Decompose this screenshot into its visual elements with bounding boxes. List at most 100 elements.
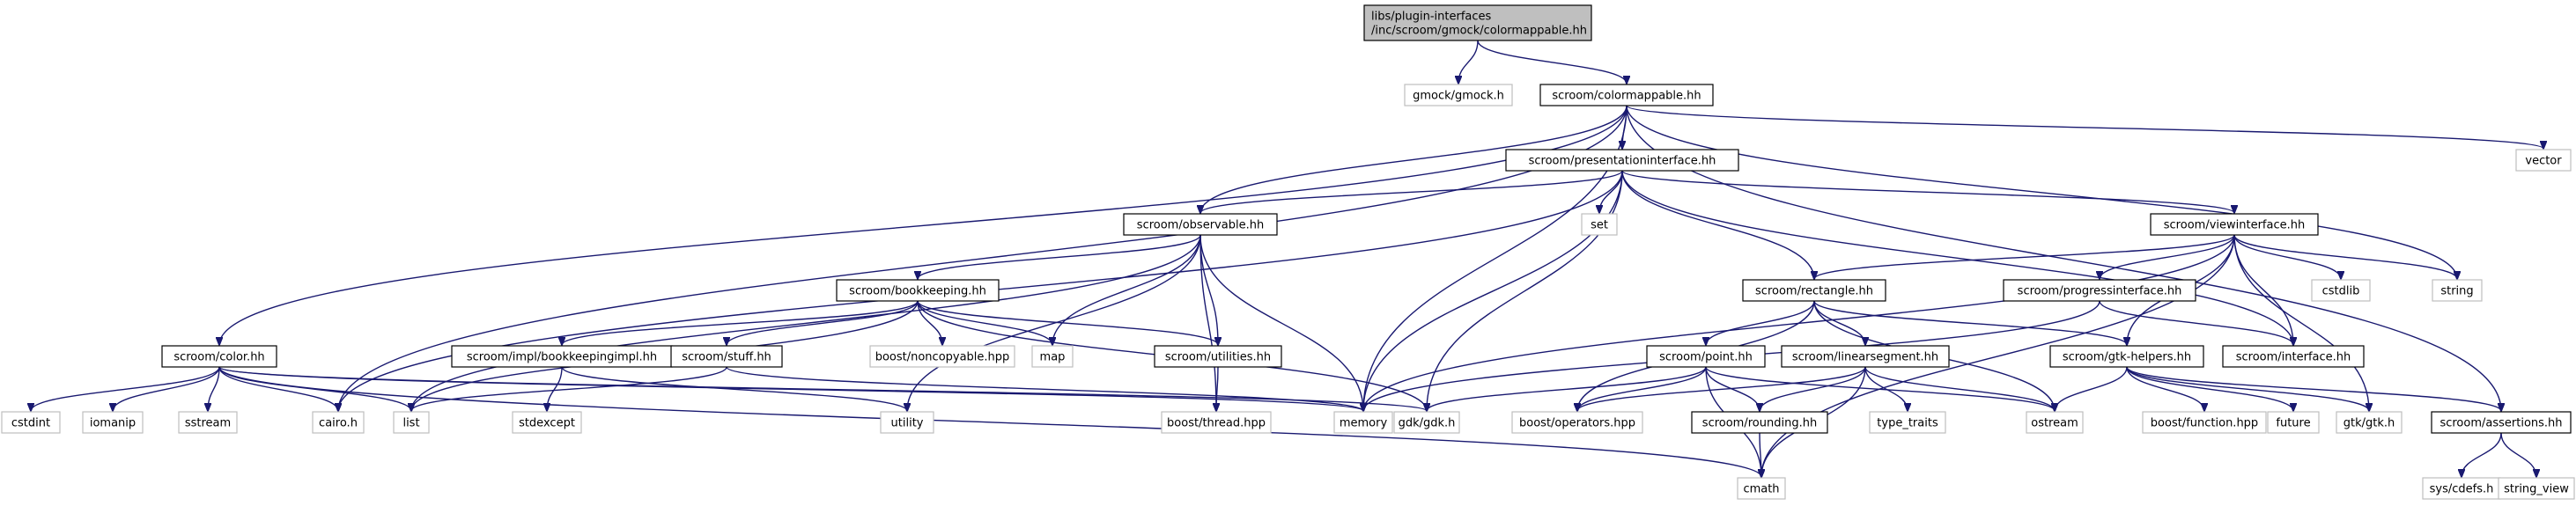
node-linearsegment[interactable]: scroom/linearsegment.hh [1781, 345, 1950, 368]
edge-assertions-to-cdefs [2462, 432, 2502, 477]
node-label-function: boost/function.hpp [2151, 417, 2258, 430]
node-box-noncopyable [869, 345, 1015, 368]
node-bookkeepingimpl[interactable]: scroom/impl/bookkeepingimpl.hh [451, 345, 673, 368]
node-color[interactable]: scroom/color.hh [161, 345, 277, 368]
node-cstdlib: cstdlib [2311, 279, 2371, 302]
node-label-list: list [402, 417, 419, 430]
node-cairo: cairo.h [312, 411, 365, 434]
node-box-gdk [1393, 411, 1460, 434]
node-utility: utility [880, 411, 934, 434]
edge-assertions-to-stringview [2500, 432, 2536, 477]
node-stdexcept: stdexcept [512, 411, 582, 434]
node-box-rectangle [1742, 279, 1886, 302]
node-label-sstream: sstream [185, 417, 231, 430]
node-bookkeeping[interactable]: scroom/bookkeeping.hh [836, 279, 1000, 302]
node-box-stringview [2498, 477, 2575, 500]
node-label-root-line-1: /inc/scroom/gmock/colormappable.hh [1371, 25, 1587, 38]
node-label-noncopyable: boost/noncopyable.hpp [875, 351, 1010, 364]
node-label-cdefs: sys/cdefs.h [2430, 483, 2494, 496]
node-operators: boost/operators.hpp [1511, 411, 1643, 434]
node-sstream: sstream [178, 411, 238, 434]
node-box-memory [1333, 411, 1393, 434]
node-label-stuff: scroom/stuff.hh [682, 351, 771, 364]
edge-colormappable-to-observable [1200, 105, 1628, 213]
node-label-assertions: scroom/assertions.hh [2439, 417, 2562, 430]
edge-color-to-cairo [218, 366, 338, 411]
node-label-stdexcept: stdexcept [519, 417, 575, 430]
node-box-set [1581, 213, 1618, 236]
node-label-operators: boost/operators.hpp [1519, 417, 1635, 430]
node-rectangle[interactable]: scroom/rectangle.hh [1742, 279, 1886, 302]
node-label-bookkeepingimpl: scroom/impl/bookkeepingimpl.hh [467, 351, 657, 364]
node-box-cairo [312, 411, 365, 434]
node-set: set [1581, 213, 1618, 236]
edge-gtkhelpers-to-gtk [2126, 366, 2369, 411]
node-cmath: cmath [1737, 477, 1786, 500]
node-colormappable[interactable]: scroom/colormappable.hh [1539, 84, 1714, 106]
node-box-cmath [1737, 477, 1786, 500]
node-label-rounding: scroom/rounding.hh [1702, 417, 1817, 430]
node-presentation[interactable]: scroom/presentationinterface.hh [1505, 149, 1739, 172]
edge-stuff-to-list [411, 366, 727, 411]
node-box-thread [1161, 411, 1272, 434]
node-label-utility: utility [891, 417, 924, 430]
edge-presentation-to-interface [1621, 170, 2293, 345]
node-box-typetraits [1869, 411, 1946, 434]
node-box-vector [2515, 149, 2572, 172]
node-gdk: gdk/gdk.h [1393, 411, 1460, 434]
node-label-set: set [1591, 219, 1608, 232]
edge-linearsegment-to-ostream [1864, 366, 2055, 411]
node-box-operators [1511, 411, 1643, 434]
edge-bookkeeping-to-map [917, 300, 1052, 345]
edge-point-to-gdk [1427, 366, 1707, 411]
edge-utilities-to-thread [1216, 366, 1218, 411]
node-stringview: string_view [2498, 477, 2575, 500]
node-label-thread: boost/thread.hpp [1167, 417, 1266, 430]
node-box-viewinterface [2150, 213, 2319, 236]
node-gmock: gmock/gmock.h [1404, 84, 1513, 106]
edge-linearsegment-to-typetraits [1864, 366, 1908, 411]
node-label-utilities: scroom/utilities.hh [1165, 351, 1271, 364]
node-root[interactable]: libs/plugin-interfaces/inc/scroom/gmock/… [1363, 4, 1592, 41]
edge-presentation-to-viewinterface [1621, 170, 2234, 213]
node-box-gmock [1404, 84, 1513, 106]
edge-presentation-to-rectangle [1621, 170, 1814, 279]
node-label-colormappable: scroom/colormappable.hh [1552, 90, 1701, 103]
node-stuff[interactable]: scroom/stuff.hh [670, 345, 783, 368]
node-interface[interactable]: scroom/interface.hh [2222, 345, 2365, 368]
node-cdefs: sys/cdefs.h [2422, 477, 2501, 500]
edge-observable-to-list [411, 234, 1201, 411]
node-box-future [2267, 411, 2320, 434]
node-point[interactable]: scroom/point.hh [1646, 345, 1766, 368]
node-function: boost/function.hpp [2142, 411, 2267, 434]
node-assertions[interactable]: scroom/assertions.hh [2431, 411, 2572, 434]
node-label-gtkhelpers: scroom/gtk-helpers.hh [2063, 351, 2191, 364]
node-viewinterface[interactable]: scroom/viewinterface.hh [2150, 213, 2319, 236]
edge-color-to-cmath [218, 366, 1761, 477]
edge-point-to-ostream [1705, 366, 2055, 411]
node-vector: vector [2515, 149, 2572, 172]
node-label-color: scroom/color.hh [173, 351, 264, 364]
node-progress[interactable]: scroom/progressinterface.hh [2003, 279, 2196, 302]
node-label-bookkeeping: scroom/bookkeeping.hh [849, 285, 986, 298]
node-utilities[interactable]: scroom/utilities.hh [1154, 345, 1282, 368]
node-rounding[interactable]: scroom/rounding.hh [1691, 411, 1828, 434]
node-label-root-line-0: libs/plugin-interfaces [1371, 11, 1492, 24]
node-label-ostream: ostream [2031, 417, 2078, 430]
node-box-stuff [670, 345, 783, 368]
edge-presentation-to-gdk [1427, 170, 1623, 411]
edge-gtkhelpers-to-assertions [2126, 366, 2501, 411]
edge-viewinterface-to-progress [2100, 234, 2235, 279]
node-box-presentation [1505, 149, 1739, 172]
node-label-cmath: cmath [1743, 483, 1779, 496]
node-box-cstdlib [2311, 279, 2371, 302]
node-gtkhelpers[interactable]: scroom/gtk-helpers.hh [2049, 345, 2204, 368]
edge-bookkeepingimpl-to-stdexcept [547, 366, 563, 411]
node-box-stdexcept [512, 411, 582, 434]
node-label-map: map [1040, 351, 1066, 364]
node-label-progress: scroom/progressinterface.hh [2018, 285, 2182, 298]
edge-presentation-to-memory [1363, 170, 1623, 411]
node-box-colormappable [1539, 84, 1714, 106]
node-label-string: string [2440, 285, 2473, 298]
node-observable[interactable]: scroom/observable.hh [1123, 213, 1278, 236]
